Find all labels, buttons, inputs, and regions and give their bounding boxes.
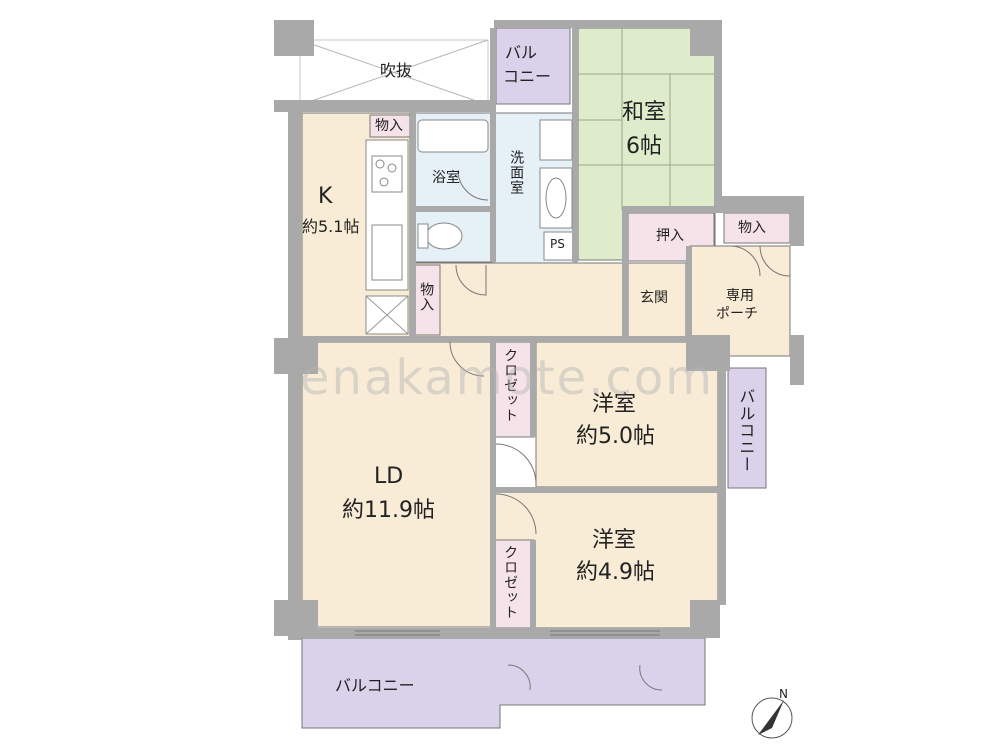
balcony-right	[727, 367, 767, 489]
storage-porch	[723, 212, 791, 244]
balcony-top	[495, 27, 571, 105]
kitchen-name: K	[318, 184, 333, 209]
washitsu-size: 6帖	[626, 134, 662, 159]
hall-floor	[411, 262, 629, 339]
ld-size: 約11.9帖	[342, 498, 435, 523]
compass-icon	[751, 697, 793, 739]
storage-kitchen-label: 物入	[375, 118, 403, 134]
porch-label-2: ポーチ	[716, 306, 758, 322]
closet1-label: クロゼット	[502, 348, 519, 423]
ps-box	[543, 231, 575, 261]
ps-label: PS	[550, 237, 565, 251]
storage-hall-label: 物入	[418, 282, 435, 312]
porch-label-1: 専用	[726, 288, 754, 304]
toilet	[425, 222, 463, 250]
stove	[371, 155, 403, 193]
void-label: 吹抜	[380, 61, 413, 80]
sink	[371, 224, 403, 281]
washitsu-name: 和室	[622, 100, 667, 125]
bathtub	[417, 119, 489, 153]
ld-name: LD	[374, 464, 404, 489]
washbasin-counter	[539, 119, 573, 161]
genkan-floor	[627, 262, 687, 339]
genkan-label: 玄関	[640, 290, 668, 306]
kitchen-size: 約5.1帖	[302, 217, 360, 236]
washing-machine	[539, 167, 573, 229]
youshitsu2-name: 洋室	[592, 528, 637, 553]
oshiire-label: 押入	[656, 228, 684, 244]
washroom-label: 洗面室	[508, 150, 525, 195]
compass-label: N	[779, 687, 788, 701]
watermark: enakamote.com	[300, 350, 714, 406]
balcony-right-label: バルコニー	[736, 388, 756, 473]
storage-porch-label: 物入	[738, 220, 766, 236]
balcony-top-label-2: コニー	[503, 67, 552, 86]
youshitsu1-name: 洋室	[592, 392, 637, 417]
youshitsu1-size: 約5.0帖	[576, 424, 655, 449]
balcony-top-label-1: バル	[505, 43, 538, 62]
closet1	[493, 341, 535, 438]
walls	[274, 20, 804, 640]
balcony-bottom-label: バルコニー	[335, 676, 415, 695]
bath-label: 浴室	[432, 170, 460, 186]
youshitsu2-size: 約4.9帖	[576, 560, 655, 585]
closet2-label: クロゼット	[502, 545, 519, 620]
closet2-overlay	[493, 539, 535, 629]
